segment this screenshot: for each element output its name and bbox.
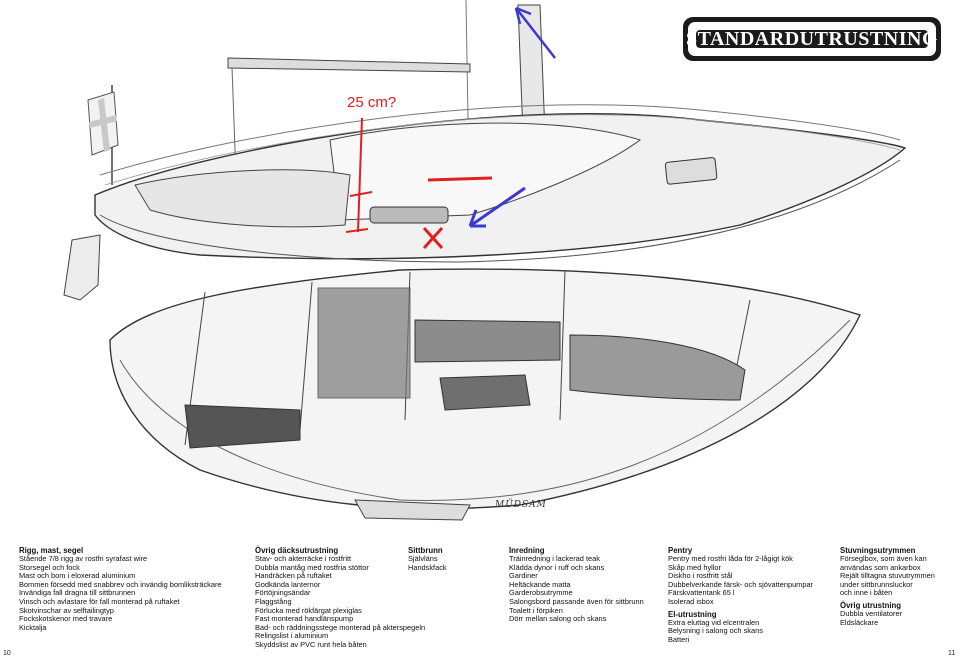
list-item: Självläns	[408, 554, 438, 563]
interior-hull	[109, 268, 861, 510]
section-inredning: Inredning Träinredning i lackerad teak K…	[509, 546, 644, 624]
section-sittbrunn: Sittbrunn Självläns Handskfack	[408, 546, 447, 572]
list-item: Relingslist i aluminium	[255, 631, 329, 641]
keel	[354, 499, 471, 521]
rudder	[63, 234, 101, 301]
page-number-left: 10	[3, 650, 11, 657]
list-item: Skotvinschar av selftailingtyp	[19, 605, 114, 615]
list-item: Skåp med hyllor	[668, 562, 721, 572]
list-item: Salongsbord passande även för sittbrunn	[509, 596, 644, 606]
title-plate: STANDARDUTRUSTNING	[683, 17, 941, 61]
deck-hull	[94, 104, 907, 263]
red-annotations	[345, 117, 493, 250]
section-heading: El-utrustning	[668, 609, 717, 619]
list-item: Storsegel och fock	[19, 562, 80, 572]
list-item: Träinredning i lackerad teak	[509, 554, 600, 563]
list-item: Mast och bom i eloxerad aluminium	[19, 571, 136, 581]
list-item: Kicktalja	[19, 622, 47, 632]
blue-annotations	[468, 6, 556, 228]
list-item: Bad- och räddningsstege monterad på akte…	[255, 622, 426, 632]
swedish-flag	[87, 85, 119, 185]
list-item: Extra eluttag vid elcentralen	[668, 617, 760, 627]
list-item: Klädda dynor i ruff och skans	[509, 562, 605, 572]
section-heading: Övrig utrustning	[840, 600, 902, 610]
list-item: Skyddslist av PVC runt hela båten	[255, 639, 367, 649]
list-item: Rejält tilltagna stuvutrymmen	[840, 571, 935, 581]
list-item: Gardiner	[509, 571, 538, 581]
title-plate-inner: STANDARDUTRUSTNING	[686, 22, 938, 56]
list-item: Isolerad isbox	[668, 596, 714, 606]
section-heading: Stuvningsutrymmen	[840, 546, 916, 555]
section-stuvning-ovrig: Stuvningsutrymmen Förseglbox, som även k…	[840, 546, 935, 627]
list-item: Stav- och akterräcke i rostfritt	[255, 554, 352, 563]
list-item: och inne i båten	[840, 588, 893, 598]
list-item: Vinsch och avlastare för fall monterad p…	[19, 596, 180, 606]
list-item: Förtöjningsändar	[255, 588, 311, 598]
list-item: Batteri	[668, 634, 690, 644]
list-item: Eldsläckare	[840, 617, 879, 627]
list-item: Invändiga fall dragna till sittbrunnen	[19, 588, 136, 598]
list-item: Dörr mellan salong och skans	[509, 614, 607, 624]
list-item: Toalett i förpiken	[509, 605, 563, 615]
list-item: Flaggstång	[255, 596, 292, 606]
list-item: Diskho i rostfritt stål	[668, 571, 733, 581]
list-item: Färskvattentank 65 l	[668, 588, 735, 598]
list-item: Godkända lanternor	[255, 579, 321, 589]
section-rigg: Rigg, mast, segel Stående 7/8 rigg av ro…	[19, 546, 222, 632]
section-heading: Rigg, mast, segel	[19, 546, 84, 555]
list-item: under sittbrunnsluckor	[840, 579, 913, 589]
list-item: Fast monterad handlänspump	[255, 614, 354, 624]
section-heading: Sittbrunn	[408, 546, 443, 555]
list-item: Handräcken på ruftaket	[255, 571, 332, 581]
list-item: Heltäckande matta	[509, 579, 571, 589]
section-heading: Övrig däcksutrustning	[255, 546, 339, 555]
section-pentry-el: Pentry Pentry med rostfri låda för 2-låg…	[668, 546, 813, 644]
list-item: Fockskotskenor med travare	[19, 614, 113, 624]
list-item: Belysning i salong och skans	[668, 626, 763, 636]
list-item: Förlucka med rökfärgat plexiglas	[255, 605, 362, 615]
artist-signature: MÜDSAM	[495, 500, 547, 510]
list-item: Handskfack	[408, 562, 447, 572]
measurement-annotation: 25 cm?	[347, 94, 397, 111]
list-item: användas som ankarbox	[840, 562, 921, 572]
list-item: Dubbla ventilatorer	[840, 608, 903, 618]
page-title: STANDARDUTRUSTNING	[686, 27, 938, 50]
page-number-right: 11	[948, 650, 956, 657]
list-item: Garderobsutrymme	[509, 588, 573, 598]
section-heading: Inredning	[509, 546, 545, 555]
list-item: Dubbelverkande färsk- och sjövattenpumpa…	[668, 579, 814, 589]
list-item: Pentry med rostfri låda för 2-lågigt kök	[668, 554, 793, 563]
list-item: Förseglbox, som även kan	[840, 554, 927, 563]
section-heading: Pentry	[668, 546, 693, 555]
sailboat-illustration	[63, 0, 907, 521]
list-item: Stående 7/8 rigg av rostfri syrafast wir…	[19, 554, 148, 563]
section-ovrig-dack: Övrig däcksutrustning Stav- och akterräc…	[255, 546, 425, 650]
list-item: Bommen försedd med snabbrev och invändig…	[19, 579, 222, 589]
list-item: Dubbla mantåg med rostfria stöttor	[255, 562, 369, 572]
